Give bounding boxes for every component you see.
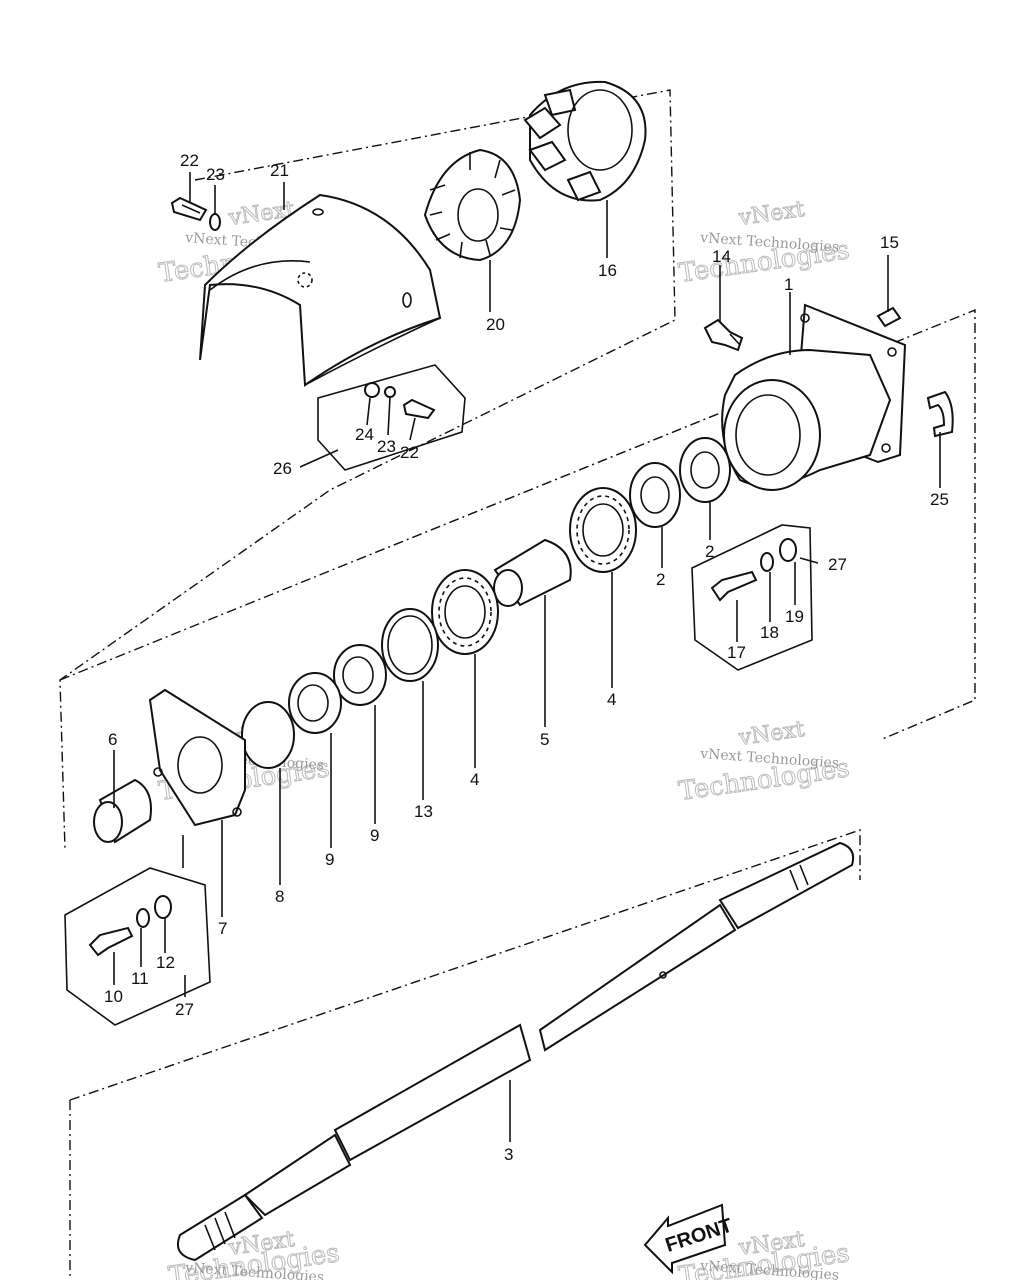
callout-4-left: 4 — [470, 770, 479, 789]
part-20-damper — [423, 148, 522, 262]
part-2-bearing-b — [629, 462, 681, 528]
callout-4-right: 4 — [607, 690, 616, 709]
callout-9-left: 9 — [325, 850, 334, 869]
part-3-drive-shaft — [176, 841, 855, 1262]
callout-17: 17 — [727, 643, 746, 662]
callout-21: 21 — [270, 161, 289, 180]
callout-2-left: 2 — [656, 570, 665, 589]
callout-24: 24 — [355, 425, 374, 444]
watermark-mid-right: vNext Technologies vNext Technologies — [676, 716, 852, 807]
watermark-top-right: vNext Technologies vNext Technologies — [676, 196, 852, 289]
part-27-hardware-kit-left — [64, 867, 211, 1026]
part-16-coupler — [523, 80, 647, 202]
callout-11: 11 — [131, 969, 149, 988]
callout-22-bottom: 22 — [400, 443, 419, 462]
callout-23-top: 23 — [206, 165, 225, 184]
callout-23-bottom: 23 — [377, 437, 396, 456]
callout-22-top: 22 — [180, 151, 199, 170]
callout-8: 8 — [275, 887, 284, 906]
callout-18: 18 — [760, 623, 779, 642]
part-22-bolt-top — [170, 196, 208, 222]
part-14-grease-fitting — [703, 318, 744, 352]
upper-assembly-outline — [59, 89, 676, 851]
callout-labels: 22 23 21 20 16 14 1 15 25 2 2 4 5 4 13 9… — [104, 151, 949, 1164]
part-1-pump-housing — [721, 303, 907, 491]
part-9-seal-b — [288, 672, 342, 734]
part-4-bearing-rear — [569, 487, 637, 573]
part-26-hardware-kit — [317, 364, 466, 471]
callout-10: 10 — [104, 987, 123, 1006]
callout-15: 15 — [880, 233, 899, 252]
part-9-seal-a — [333, 644, 387, 706]
callout-7: 7 — [218, 919, 227, 938]
part-7-bearing-holder — [148, 688, 246, 827]
part-13-ring — [381, 608, 439, 682]
callout-1: 1 — [784, 275, 793, 294]
callout-20: 20 — [486, 315, 505, 334]
callout-3: 3 — [504, 1145, 513, 1164]
callout-25: 25 — [930, 490, 949, 509]
callout-13: 13 — [414, 802, 433, 821]
shaft-assembly-outline — [69, 829, 861, 1101]
part-2-bearing-a — [679, 437, 731, 503]
part-25-clip — [926, 390, 954, 438]
part-21-cover — [199, 193, 442, 387]
callout-27-left: 27 — [175, 1000, 194, 1019]
callout-5: 5 — [540, 730, 549, 749]
part-27-hardware-kit-right — [691, 524, 813, 671]
callout-6: 6 — [108, 730, 117, 749]
callout-2-right: 2 — [705, 542, 714, 561]
callout-12: 12 — [156, 953, 175, 972]
part-8-o-ring — [241, 701, 295, 769]
svg-text:vNext: vNext — [736, 197, 806, 231]
callout-26: 26 — [273, 459, 292, 478]
pump-assembly-outline — [59, 308, 976, 741]
part-4-bearing-front — [431, 569, 499, 655]
callout-27-right: 27 — [828, 555, 847, 574]
part-15-pin — [876, 306, 902, 328]
leader-lines — [113, 172, 941, 1142]
callout-9-right: 9 — [370, 826, 379, 845]
part-5-spacer-sleeve — [493, 538, 572, 607]
callout-19: 19 — [785, 607, 804, 626]
part-6-bushing — [93, 778, 152, 844]
part-23-washer-top — [209, 213, 221, 231]
svg-text:vNext: vNext — [736, 717, 806, 751]
callout-16: 16 — [598, 261, 617, 280]
callout-14: 14 — [712, 247, 731, 266]
